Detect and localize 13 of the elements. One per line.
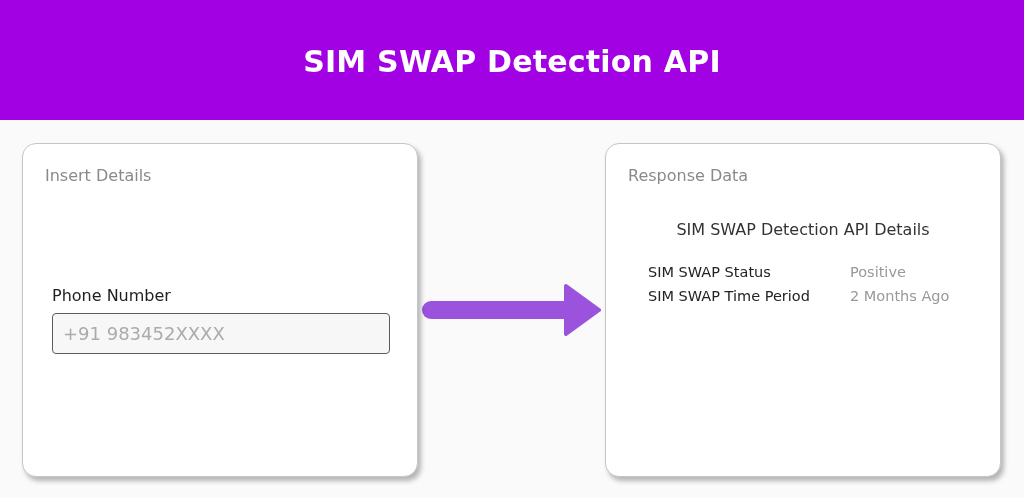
response-card xyxy=(605,143,1001,477)
field-value: Positive xyxy=(850,263,906,282)
arrow xyxy=(422,284,601,336)
card-heading: Insert Details xyxy=(45,166,152,186)
field-label: SIM SWAP Time Period xyxy=(648,287,810,306)
page-title: SIM SWAP Detection API xyxy=(303,44,721,79)
field-label: SIM SWAP Status xyxy=(648,263,771,282)
section-title: SIM SWAP Detection API Details xyxy=(676,219,930,241)
input-card xyxy=(22,143,418,477)
card-heading: Response Data xyxy=(628,166,749,186)
field-label: Phone Number xyxy=(52,285,171,307)
field-value: 2 Months Ago xyxy=(850,287,950,306)
input-field: +91 983452XXXX xyxy=(52,313,390,354)
